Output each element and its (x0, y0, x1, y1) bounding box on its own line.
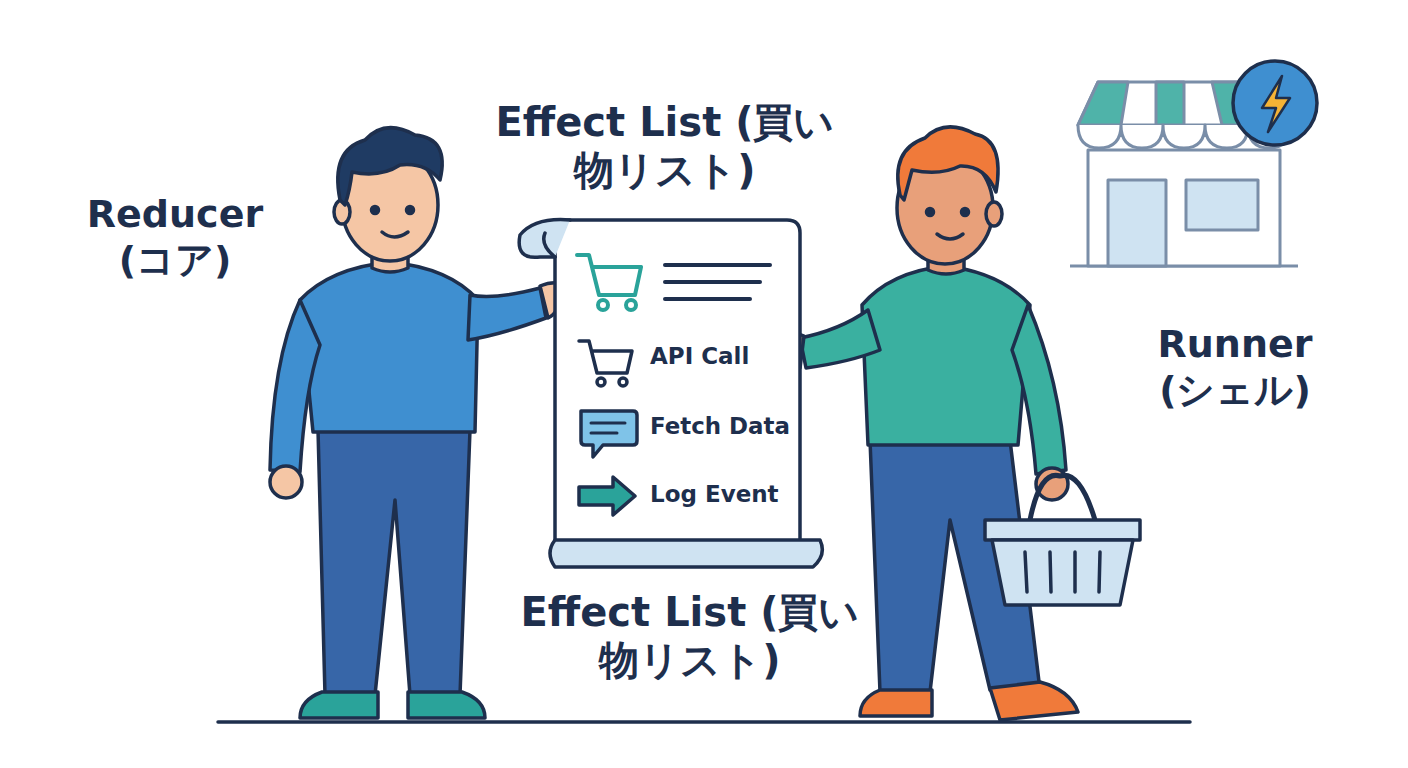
effect-item: Log Event (650, 481, 779, 507)
effect-list-scroll: API CallFetch DataLog Event (515, 215, 827, 577)
role-label: Runner (シェル) (1130, 322, 1340, 413)
role-label: Reducer (コア) (70, 192, 280, 283)
list-title: Effect List (買い物リスト) (515, 588, 865, 684)
effect-item: Fetch Data (650, 413, 790, 439)
list-title: Effect List (買い物リスト) (490, 98, 840, 194)
scroll-outline (515, 215, 827, 577)
effect-item: API Call (650, 343, 749, 369)
